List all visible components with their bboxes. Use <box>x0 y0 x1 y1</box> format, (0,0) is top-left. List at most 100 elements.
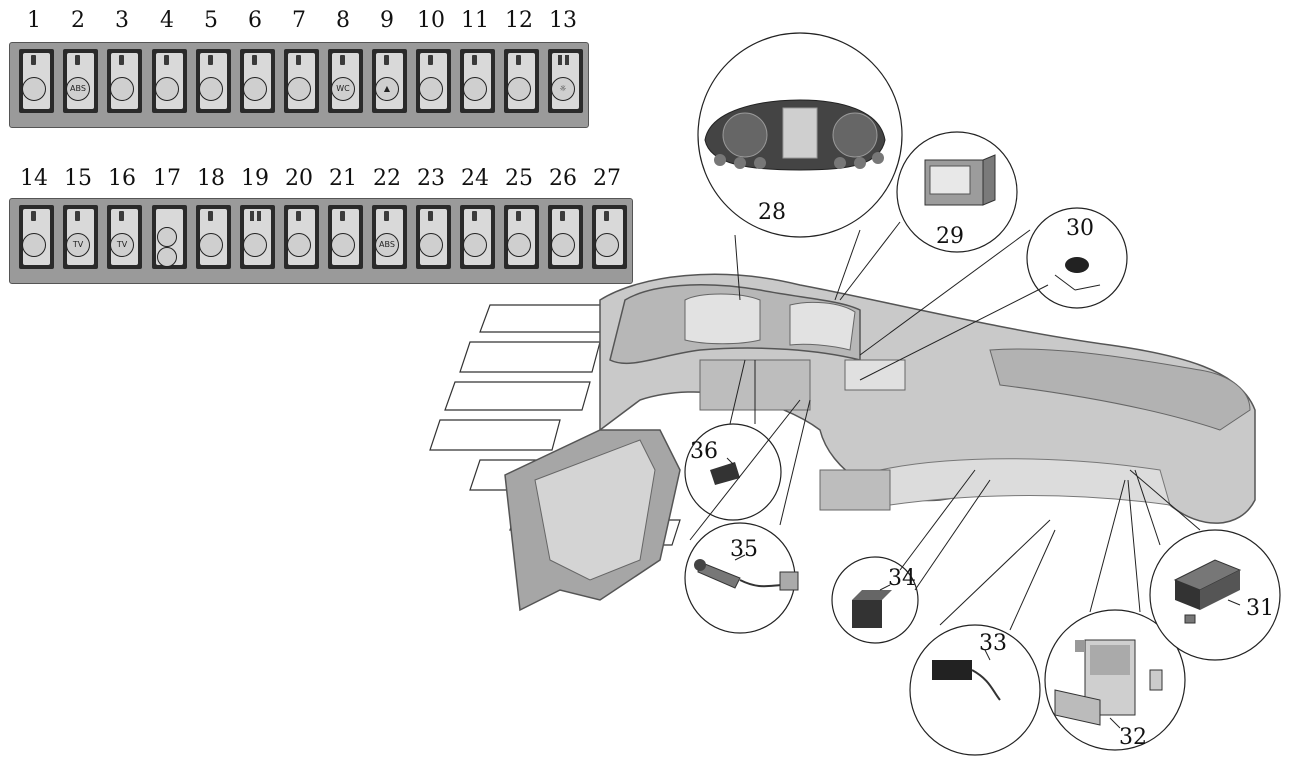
switch-3 <box>107 49 142 113</box>
switch-label-8: 8 <box>336 8 350 33</box>
switch-7 <box>284 49 319 113</box>
switch-15: TV <box>63 205 98 269</box>
switch-19 <box>240 205 275 269</box>
callout-28-instrument-cluster <box>697 32 903 301</box>
switch-18 <box>196 205 231 269</box>
switch-5 <box>196 49 231 113</box>
switch-label-19: 19 <box>241 166 269 191</box>
switch-panel-row-1: ABS WC ▲ ☼ <box>9 42 589 128</box>
switch-label-25: 25 <box>505 166 533 191</box>
switch-10 <box>416 49 451 113</box>
switch-label-17: 17 <box>153 166 181 191</box>
switch-16: TV <box>107 205 142 269</box>
switch-icon-4 <box>155 77 179 101</box>
switch-label-26: 26 <box>549 166 577 191</box>
switch-icon-14 <box>22 233 46 257</box>
switch-6 <box>240 49 275 113</box>
callout-label-30: 30 <box>1066 216 1094 241</box>
switch-icon-7 <box>287 77 311 101</box>
callout-30-speaker <box>859 207 1128 381</box>
switch-label-9: 9 <box>380 8 394 33</box>
abs-icon: ABS <box>375 233 399 257</box>
switch-label-5: 5 <box>204 8 218 33</box>
switch-label-7: 7 <box>292 8 306 33</box>
switch-label-27: 27 <box>593 166 621 191</box>
switch-icon-12 <box>507 77 531 101</box>
switch-icon-17 <box>157 247 177 267</box>
switch-icon-1 <box>22 77 46 101</box>
switch-26 <box>548 205 583 269</box>
switch-label-1: 1 <box>27 8 41 33</box>
switch-9: ▲ <box>372 49 407 113</box>
switch-label-24: 24 <box>461 166 489 191</box>
callout-32-control-unit <box>1044 479 1186 751</box>
switch-icon-2: ABS <box>66 77 90 101</box>
light-icon: ☼ <box>551 77 575 101</box>
switch-12 <box>504 49 539 113</box>
switch-13: ☼ <box>548 49 583 113</box>
switch-label-6: 6 <box>248 8 262 33</box>
callout-35-lighter <box>684 399 811 634</box>
switch-1 <box>19 49 54 113</box>
switch-22: ABS <box>372 205 407 269</box>
switch-23 <box>416 205 451 269</box>
callout-label-28: 28 <box>758 200 786 225</box>
dashboard-body <box>504 273 1256 612</box>
switch-label-15: 15 <box>64 166 92 191</box>
callout-label-32: 32 <box>1119 725 1147 750</box>
callout-label-31: 31 <box>1246 596 1274 621</box>
switch-icon-5 <box>199 77 223 101</box>
switch-icon-10 <box>419 77 443 101</box>
switch-icon-21 <box>331 233 355 257</box>
bus-front-icon <box>595 233 619 257</box>
switch-icon-3 <box>110 77 134 101</box>
switch-label-20: 20 <box>285 166 313 191</box>
horn-icon <box>507 233 531 257</box>
wc-icon: WC <box>331 77 355 101</box>
switch-label-22: 22 <box>373 166 401 191</box>
switch-17 <box>152 205 187 269</box>
callout-31-unit <box>1129 469 1281 661</box>
switch-8: WC <box>328 49 363 113</box>
switch-label-4: 4 <box>160 8 174 33</box>
callout-34-relay <box>831 469 991 644</box>
switch-label-3: 3 <box>115 8 129 33</box>
switch-icon-19 <box>243 233 267 257</box>
switch-label-14: 14 <box>20 166 48 191</box>
hazard-triangle-icon: ▲ <box>375 77 399 101</box>
callout-label-35: 35 <box>730 537 758 562</box>
switch-icon-18 <box>199 233 223 257</box>
switch-27 <box>592 205 627 269</box>
switch-24 <box>460 205 495 269</box>
switch-label-16: 16 <box>108 166 136 191</box>
fan-icon <box>243 77 267 101</box>
switch-icon-23 <box>419 233 443 257</box>
switch-20 <box>284 205 319 269</box>
switch-icon-20 <box>287 233 311 257</box>
switch-label-21: 21 <box>329 166 357 191</box>
switch-label-11: 11 <box>461 8 489 33</box>
switch-14 <box>19 205 54 269</box>
switch-panel-row-2: TV TV ABS <box>9 198 633 284</box>
callout-label-33: 33 <box>979 631 1007 656</box>
switch-label-23: 23 <box>417 166 445 191</box>
callout-label-36: 36 <box>690 439 718 464</box>
callout-label-34: 34 <box>888 566 916 591</box>
bus-icon <box>551 233 575 257</box>
callout-label-29: 29 <box>936 224 964 249</box>
switch-25 <box>504 205 539 269</box>
tv-icon: TV <box>66 233 90 257</box>
switch-icon-24 <box>463 233 487 257</box>
switch-icon-11 <box>463 77 487 101</box>
switch-label-13: 13 <box>549 8 577 33</box>
switch-4 <box>152 49 187 113</box>
callout-33-module <box>909 519 1056 756</box>
steering-icon <box>157 227 177 247</box>
switch-21 <box>328 205 363 269</box>
switch-label-2: 2 <box>71 8 85 33</box>
switch-11 <box>460 49 495 113</box>
switch-label-12: 12 <box>505 8 533 33</box>
callout-29-display <box>839 131 1018 301</box>
